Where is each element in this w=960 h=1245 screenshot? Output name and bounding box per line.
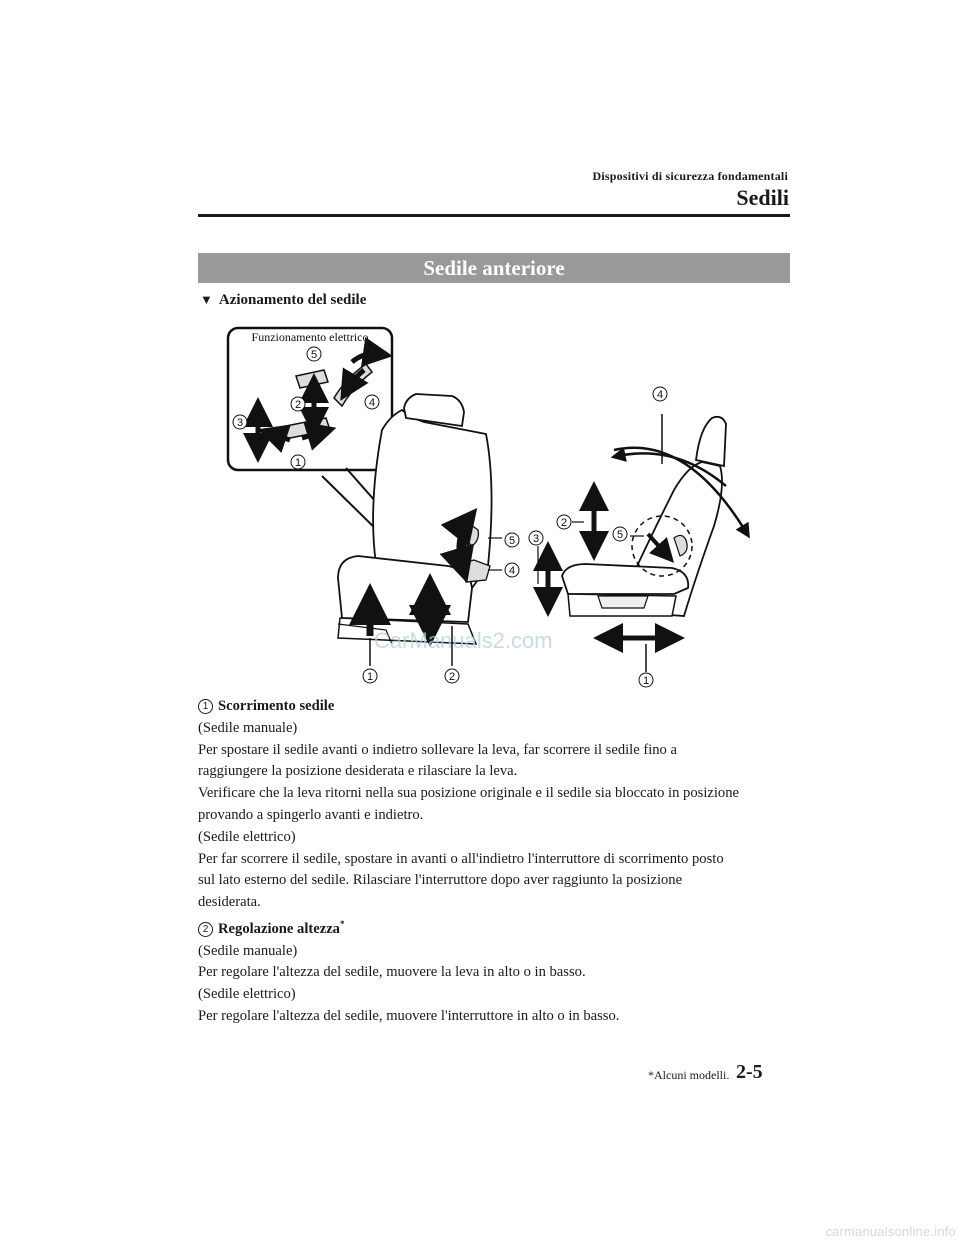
callout-2: 2 [449,671,455,683]
callout-2: 2 [295,399,301,411]
callout-1: 1 [295,457,301,469]
callout-4: 4 [369,397,375,409]
body-line: (Sedile elettrico) [198,828,296,845]
body-line: Per far scorrere il sedile, spostare in … [198,850,724,867]
body-line: Per regolare l'altezza del sedile, muove… [198,964,586,981]
right-seat-cushion [561,563,690,595]
inset-lumbar-switch [295,369,329,389]
body-line: sul lato esterno del sedile. Rilasciare … [198,872,683,889]
seat-figure: Funzionamento elettrico 5 2 4 3 1 5 4 1 … [226,326,750,688]
header-chapter: Dispositivi di sicurezza fondamentali [592,169,788,183]
triangle-marker-icon: ▼ [200,292,213,307]
subheading: ▼ Azionamento del sedile [200,292,366,309]
callout-2: 2 [561,517,567,529]
circled-number-icon: 2 [198,921,213,937]
body-line: provando a spingerlo avanti e indietro. [198,806,424,823]
lumbar-detail-ring [631,515,693,577]
body-line: (Sedile elettrico) [198,986,296,1003]
callout-5: 5 [311,349,317,361]
inset-label: Funzionamento elettrico [252,330,369,344]
callout-3: 3 [237,417,243,429]
left-seat-headrest [403,393,465,428]
callout-3: 3 [533,533,539,545]
body-text: 1 Scorrimento sedile (Sedile manuale) Per… [198,696,792,1028]
item-heading: 2 Regolazione altezza* [198,914,792,941]
circled-number-icon: 1 [198,699,213,714]
callout-1: 1 [643,675,649,687]
body-line: desiderata. [198,894,261,911]
callout-5: 5 [509,535,515,547]
footer-note: *Alcuni modelli. [648,1068,730,1082]
body-line: (Sedile manuale) [198,719,298,736]
body-line: raggiungere la posizione desiderata e ri… [198,763,518,780]
callout-5: 5 [617,529,623,541]
body-line: Per regolare l'altezza del sedile, muove… [198,1008,620,1025]
site-watermark: carmanualsonline.info [825,1224,956,1239]
body-line: Per spostare il sedile avanti o indietro… [198,741,677,758]
item-title: Scorrimento sedile [218,698,335,714]
right-seat-headrest [695,415,727,468]
section-title-bar: Sedile anteriore [198,253,790,283]
header-section: Sedili [736,185,789,210]
callout-1: 1 [367,671,373,683]
figure-watermark: CarManuals2.com [374,628,553,653]
body-line: (Sedile manuale) [198,942,298,959]
item-title: Regolazione altezza [218,920,340,937]
asterisk-mark: * [339,918,345,929]
callout-4: 4 [657,389,663,401]
callout-4: 4 [509,565,515,577]
inset-box [226,326,394,472]
item-heading: 1 Scorrimento sedile [198,696,792,718]
page-number: 2-5 [736,1061,763,1083]
subheading-text: Azionamento del sedile [218,292,367,308]
body-line: Verificare che la leva ritorni nella sua… [198,785,739,802]
header-rule [198,214,790,217]
